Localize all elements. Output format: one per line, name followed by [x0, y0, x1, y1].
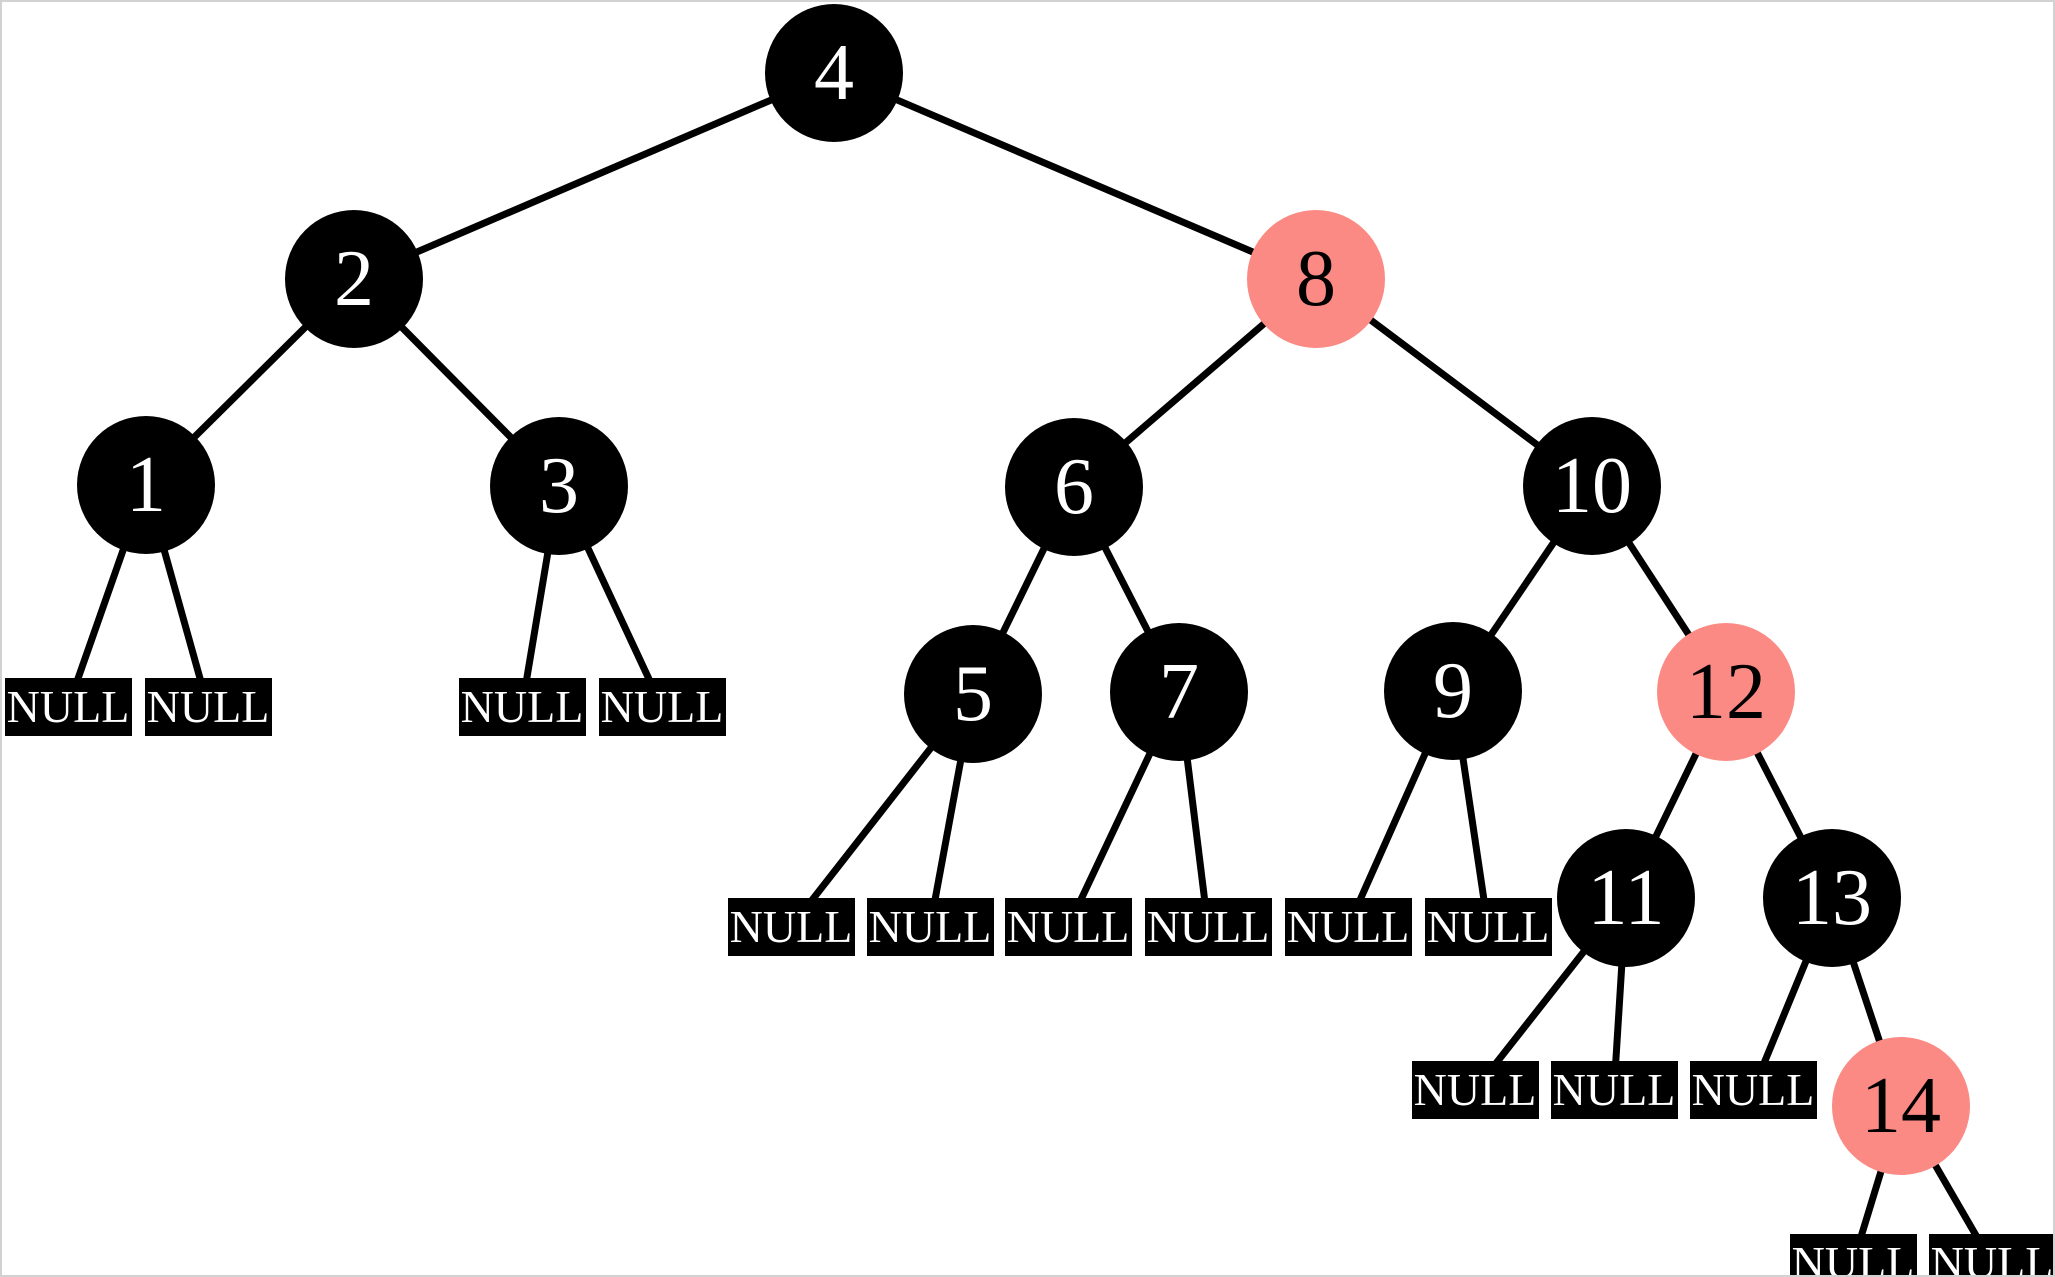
null-leaf: NULL — [1424, 898, 1552, 956]
tree-node-1: 1 — [77, 416, 215, 554]
null-leaf: NULL — [727, 898, 855, 956]
null-leaf: NULL — [598, 678, 726, 736]
tree-node-13: 13 — [1763, 829, 1901, 967]
null-leaf: NULL — [1550, 1061, 1678, 1119]
tree-edge — [832, 69, 1318, 283]
null-leaf: NULL — [1284, 898, 1412, 956]
null-leaf: NULL — [1789, 1234, 1917, 1275]
tree-edge — [352, 69, 836, 283]
null-leaf: NULL — [1004, 898, 1132, 956]
tree-node-12: 12 — [1657, 623, 1795, 761]
tree-node-14: 14 — [1832, 1037, 1970, 1175]
tree-node-8: 8 — [1247, 210, 1385, 348]
tree-node-9: 9 — [1384, 622, 1522, 760]
null-leaf: NULL — [4, 678, 132, 736]
tree-node-11: 11 — [1557, 829, 1695, 967]
null-leaf: NULL — [458, 678, 586, 736]
tree-node-4: 4 — [765, 4, 903, 142]
null-leaf: NULL — [144, 678, 272, 736]
null-leaf: NULL — [1411, 1061, 1539, 1119]
tree-node-2: 2 — [285, 210, 423, 348]
null-leaf: NULL — [866, 898, 994, 956]
null-leaf: NULL — [1144, 898, 1272, 956]
tree-node-10: 10 — [1523, 417, 1661, 555]
null-leaf: NULL — [1689, 1061, 1817, 1119]
null-leaf: NULL — [1928, 1234, 2053, 1275]
tree-node-6: 6 — [1005, 418, 1143, 556]
tree-node-7: 7 — [1110, 623, 1248, 761]
tree-node-5: 5 — [904, 625, 1042, 763]
tree-node-3: 3 — [490, 417, 628, 555]
